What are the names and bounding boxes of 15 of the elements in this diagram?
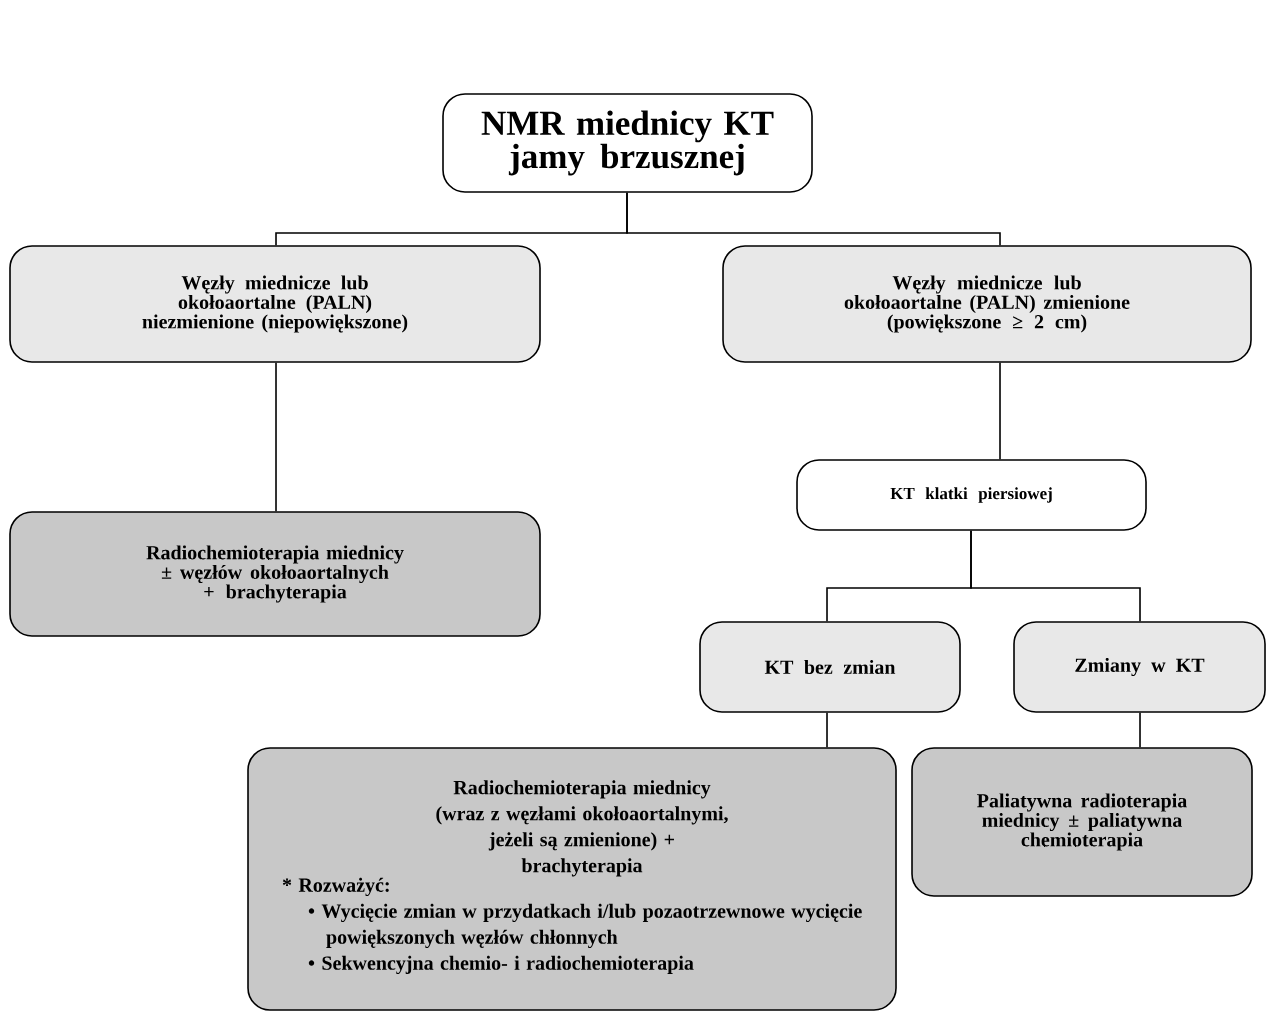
title-box: NMR miednicy KT jamy brzusznej: [442, 93, 813, 193]
connector-line: [970, 530, 1141, 622]
process-box: Zmiany w KT: [1013, 621, 1266, 713]
connector-line: [826, 712, 828, 748]
connector-line: [1139, 712, 1141, 748]
connector-line: [275, 362, 277, 512]
process-box: Węzły miednicze lub okołoaortalne (PALN) niezmienione (niepowiększone): [9, 245, 541, 363]
connector-line: [626, 192, 1001, 246]
process-box: KT klatki piersiowej: [796, 459, 1147, 531]
process-box: Węzły miednicze lub okołoaortalne (PALN) zmienione (powiększone ≥ 2 cm): [722, 245, 1252, 363]
process-box: Paliatywna radioterapia miednicy ± paliatywna chemioterapia: [911, 747, 1253, 897]
connector-line: [999, 362, 1001, 460]
process-box: KT bez zmian: [699, 621, 961, 713]
process-box: Radiochemioterapia miednicy ± węzłów okołoaortalnych + brachyterapia: [9, 511, 541, 637]
process-box: Radiochemioterapia miednicy (wraz z węzłami okołoaortalnymi, jeżeli są zmienione) + brachyterapia * Rozważyć: • Wycięcie zmian w przydatkach i/lub pozaotrzewnowe wycięcie powiększonych węzłów chłonnych • Sekwencyjna chemio- i radiochemioterapia: [247, 747, 897, 1011]
